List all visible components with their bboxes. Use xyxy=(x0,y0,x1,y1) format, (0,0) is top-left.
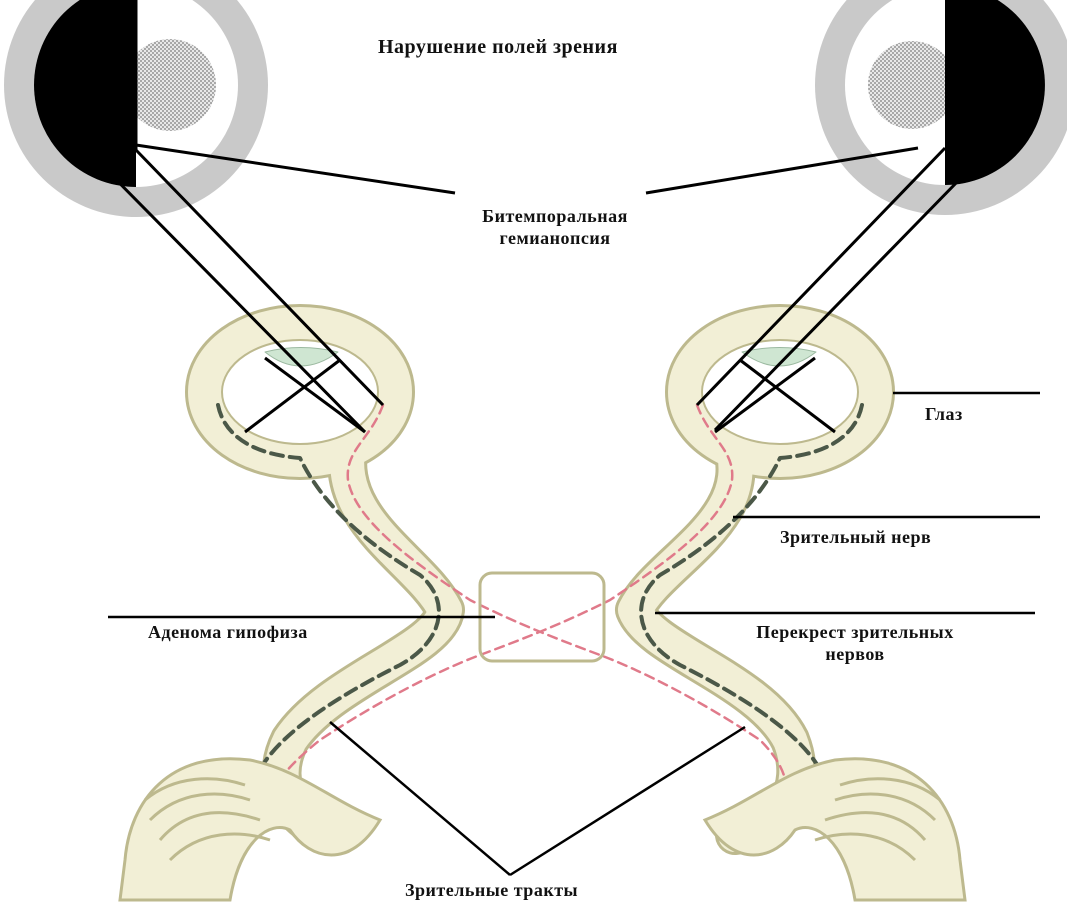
chiasm-line-2: нервов xyxy=(690,643,1020,665)
left-visual-field xyxy=(4,0,268,217)
right-cortex xyxy=(705,759,965,900)
optic-pathway xyxy=(205,324,875,835)
chiasm-line-1: Перекрест зрительных xyxy=(690,621,1020,643)
hemianopsia-label: Битемпоральная гемианопсия xyxy=(430,205,680,249)
adenoma-label: Аденома гипофиза xyxy=(148,622,308,643)
hemianopsia-line-1: Битемпоральная xyxy=(430,205,680,227)
chiasm-label: Перекрест зрительных нервов xyxy=(690,621,1020,665)
left-cortex xyxy=(120,759,380,900)
right-visual-field xyxy=(815,0,1067,215)
eye-label: Глаз xyxy=(925,404,963,425)
diagram-title: Нарушение полей зрения xyxy=(378,36,618,59)
optic-tracts-label: Зрительные тракты xyxy=(405,880,578,901)
hemianopsia-line-2: гемианопсия xyxy=(430,227,680,249)
optic-nerve-label: Зрительный нерв xyxy=(780,527,931,548)
